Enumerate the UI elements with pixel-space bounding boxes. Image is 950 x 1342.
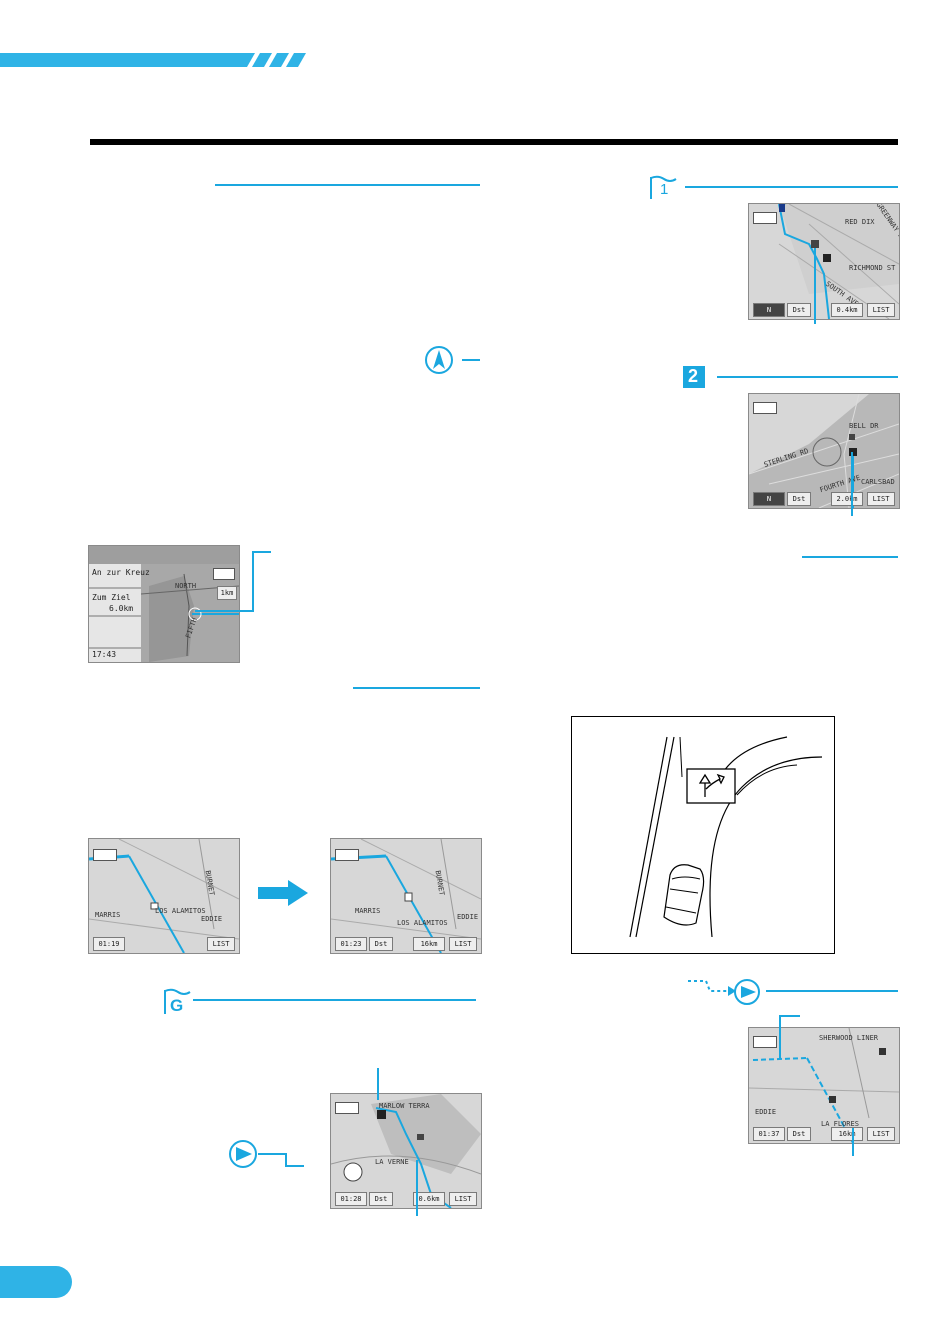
distance-button[interactable]: 0.4km [831,303,863,317]
callout-waypoint [814,248,816,324]
dest-button[interactable]: Dst [369,1192,393,1206]
section-line-1 [215,184,480,186]
nav-screen-zoom: An zur Kreuz Zum Ziel 6.0km 17:43 NORTH … [88,545,240,663]
vehicle-icon [335,849,359,861]
road-drawing [629,736,823,938]
header-stripes [0,53,306,67]
street-label: LA FLORES [821,1120,859,1128]
section-line-2 [353,687,480,689]
distance-button[interactable]: 16km [413,937,445,951]
list-button[interactable]: LIST [207,937,235,951]
list-button[interactable]: LIST [867,492,895,506]
street-label: LOS ALAMITOS [155,907,206,915]
clock-button[interactable]: 01:23 [335,937,367,951]
panel-row1-label: An zur Kreuz [92,568,150,577]
panel-distance: 6.0km [109,604,134,613]
header-band [0,52,310,67]
distance-button[interactable]: 16km [831,1127,863,1141]
clock-button[interactable]: 01:37 [753,1127,785,1141]
vehicle-icon [93,849,117,861]
dest-button[interactable]: Dst [787,1127,811,1141]
callout-zoom [195,551,271,612]
callout-waypoint-2 [851,452,853,516]
street-label: MARRIS [355,907,381,915]
goal-flag-icon: G [162,988,192,1016]
vehicle-icon [335,1102,359,1114]
street-label: BELL DR [849,422,879,430]
vehicle-icon [213,568,235,580]
street-label: CARLSBAD E [861,478,900,486]
street-label: EDDIE [457,913,479,921]
street-label: LOS ALAMITOS [397,919,448,927]
vehicle-icon [753,212,777,224]
route-marker-icon [228,1139,258,1169]
list-button[interactable]: LIST [449,937,477,951]
dest-button[interactable]: Dst [787,303,811,317]
north-arrow-icon [424,345,454,375]
distance-button[interactable]: 2.0km [831,492,863,506]
scale-button[interactable]: 1km [217,586,237,600]
nav-screen-waypoint-2: STERLING RD BELL DR CARLSBAD E FOURTH AV… [748,393,900,509]
callout-reroute [779,1015,800,1058]
street-label: NORTH [175,582,197,590]
flag-1-digit: 1 [660,181,669,198]
north-button[interactable]: N [753,303,785,317]
section-line-goal [193,999,476,1001]
street-label: MARRIS [95,911,121,919]
vehicle-icon [753,402,777,414]
panel-clock: 17:43 [92,650,117,659]
route-deviation-icon [686,977,762,1007]
section-line-flag1 [685,186,898,188]
badge-2-digit: 2 [688,366,699,386]
list-button[interactable]: LIST [867,1127,895,1141]
goal-flag-letter: G [170,996,184,1015]
north-arrow-line [462,359,480,361]
nav-screen-goal: MARLOW TERRA LA VERNE 01:28 Dst 0.6km LI… [330,1093,482,1209]
street-label: SHERWOOD LINER [819,1034,879,1042]
number-2-badge-icon: 2 [683,366,705,388]
flag-1-icon: 1 [648,175,678,201]
panel-row2-label: Zum Ziel [92,593,131,602]
street-label: EDDIE [201,915,223,923]
list-button[interactable]: LIST [449,1192,477,1206]
road-illustration [571,716,835,954]
dest-button[interactable]: Dst [369,937,393,951]
nav-screen-reroute: SHERWOOD LINER EDDIE LA FLORES 01:37 Dst… [748,1027,900,1144]
list-button[interactable]: LIST [867,303,895,317]
distance-button[interactable]: 0.6km [413,1192,445,1206]
section-line-deviation [766,990,898,992]
street-label: LA VERNE [375,1158,409,1166]
section-line-right [802,556,898,558]
callout-goal-marker [258,1153,304,1167]
street-label: RED DIX [845,218,875,226]
arrow-right-icon [258,880,308,906]
street-label: EDDIE [755,1108,777,1116]
nav-screen-before: BURNET MARRIS LOS ALAMITOS EDDIE 01:19 L… [88,838,240,954]
dest-button[interactable]: Dst [787,492,811,506]
page-tab [0,1266,72,1298]
callout-reroute-bottom [852,1128,854,1156]
north-button[interactable]: N [753,492,785,506]
section-rule [90,139,898,145]
clock-button[interactable]: 01:28 [335,1192,367,1206]
nav-screen-waypoint: GREENWAY AVE RICHMOND ST SOUTH AVE RED D… [748,203,900,320]
street-label: MARLOW TERRA [379,1102,430,1110]
callout-goal-bottom [416,1160,418,1216]
clock-button[interactable]: 01:19 [93,937,125,951]
street-label: RICHMOND ST [849,264,896,272]
nav-screen-after: BURNET MARRIS LOS ALAMITOS EDDIE 01:23 D… [330,838,482,954]
callout-goal-top [377,1068,379,1100]
vehicle-icon [753,1036,777,1048]
section-line-badge2 [717,376,898,378]
